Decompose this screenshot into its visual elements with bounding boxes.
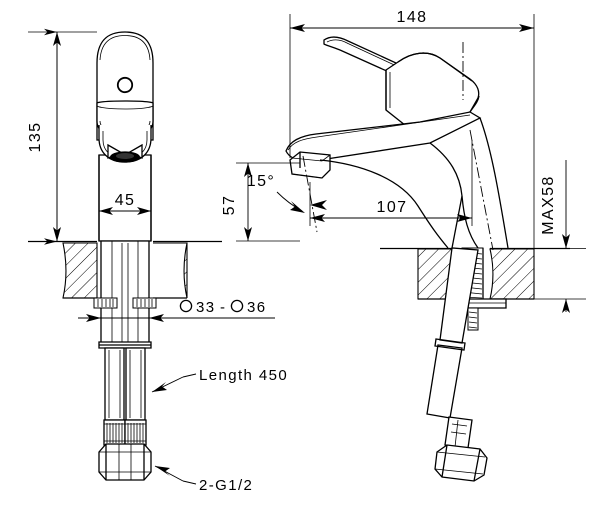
dimension-width-45: 45 — [98, 168, 152, 215]
side-view-spout-tip — [289, 151, 331, 179]
hole-diameter-second-value: 36 — [247, 299, 267, 316]
dimension-spout-height-57: 57 — [221, 162, 300, 242]
dimension-projection-107: 107 — [309, 140, 473, 226]
front-view-deck — [28, 240, 222, 299]
dimension-label-reach: 148 — [397, 9, 428, 26]
front-view-shank — [100, 240, 150, 346]
hole-diameter-separator: - — [220, 299, 226, 316]
side-view-group: 148 107 57 15° — [221, 9, 586, 482]
dimension-deck-thickness-max58: MAX58 — [534, 160, 586, 313]
front-view-hex-nuts — [98, 443, 152, 481]
dimension-label-angle: 15° — [247, 173, 275, 190]
label-hose-length: Length 450 — [199, 367, 288, 384]
centerline-body — [469, 129, 494, 251]
side-view-flex-hose — [426, 247, 488, 482]
leader-hose-length: Length 450 — [151, 367, 288, 393]
front-view-flex-hoses — [103, 347, 147, 446]
front-view-group: 135 45 33 - 36 — [27, 28, 288, 494]
front-view-mounting-hardware — [93, 297, 157, 349]
dimension-label-deck-thickness: MAX58 — [540, 175, 557, 234]
dimension-height-135: 135 — [27, 28, 97, 245]
dimension-label-projection: 107 — [377, 199, 408, 216]
label-connection-thread: 2-G1/2 — [199, 477, 253, 494]
dimension-reach-148: 148 — [289, 9, 535, 250]
side-view-spout-curve — [319, 142, 479, 249]
diameter-symbol-icon — [179, 299, 193, 313]
hole-diameter-first-value: 33 — [196, 299, 216, 316]
dimension-label-height: 135 — [27, 122, 44, 153]
leader-connection-thread: 2-G1/2 — [154, 465, 253, 494]
dimension-label-body-width: 45 — [115, 192, 136, 209]
dimension-label-spout-height: 57 — [221, 195, 238, 216]
front-view-aerator-housing — [98, 125, 152, 163]
dimension-angle-15: 15° — [247, 173, 305, 213]
dimension-hole-diameter: 33 - 36 — [78, 299, 275, 322]
diameter-symbol-icon-2 — [230, 299, 244, 313]
